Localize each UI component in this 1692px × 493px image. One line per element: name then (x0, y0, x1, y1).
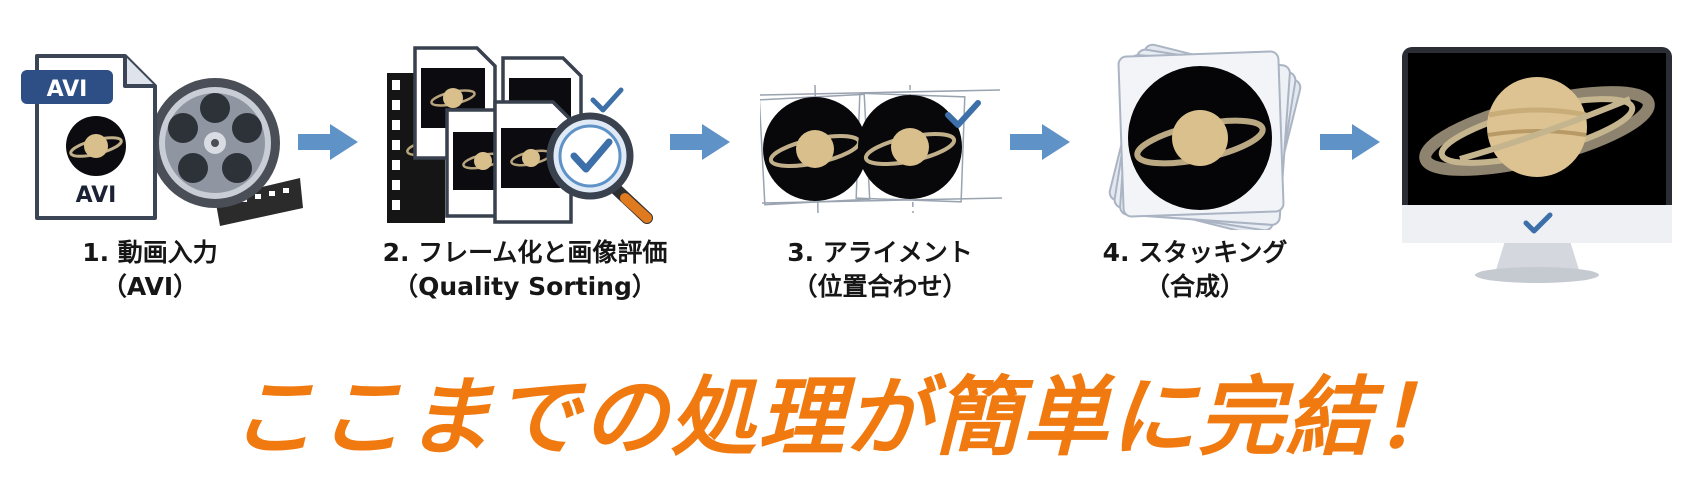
magnifier-check-icon (546, 112, 653, 224)
step-2-subtitle: （Quality Sorting） (393, 272, 657, 301)
arrow-2 (670, 124, 730, 160)
step-2-caption: 2. フレーム化と画像評価 （Quality Sorting） (340, 236, 710, 304)
step-3-subtitle: （位置合わせ） (792, 272, 968, 301)
step-4-caption: 4. スタッキング （合成） (1075, 236, 1315, 304)
result-monitor (1402, 47, 1672, 283)
arrow-1 (298, 124, 358, 160)
step-3-title: 3. アライメント (787, 238, 973, 267)
step-1-subtitle: （AVI） (101, 272, 199, 301)
step-4-art (1108, 43, 1302, 230)
saturn-icon (763, 95, 962, 201)
headline: ここまでの処理が簡単に完結！ (230, 368, 1462, 468)
step-1-title: 1. 動画入力 (82, 238, 218, 267)
check-icon (945, 100, 981, 128)
step-2-art (387, 46, 653, 224)
step-3-caption: 3. アライメント （位置合わせ） (760, 236, 1000, 304)
step-1-caption: 1. 動画入力 （AVI） (20, 236, 280, 304)
saturn-icon (1128, 66, 1272, 210)
avi-file-label: AVI (76, 183, 117, 208)
step-4-subtitle: （合成） (1144, 272, 1245, 301)
step-2-title: 2. フレーム化と画像評価 (382, 238, 668, 267)
saturn-icon (1419, 77, 1655, 177)
check-icon (1523, 212, 1553, 234)
avi-badge-text: AVI (47, 77, 88, 102)
step-1-art: AVI AVI (21, 54, 303, 226)
arrow-3 (1010, 124, 1070, 160)
avi-file-icon: AVI AVI (21, 54, 157, 220)
step-4-title: 4. スタッキング (1102, 238, 1288, 267)
check-icon (590, 87, 624, 113)
arrow-4 (1320, 124, 1380, 160)
step-3-art (760, 85, 1003, 214)
film-reel-icon (150, 78, 303, 226)
